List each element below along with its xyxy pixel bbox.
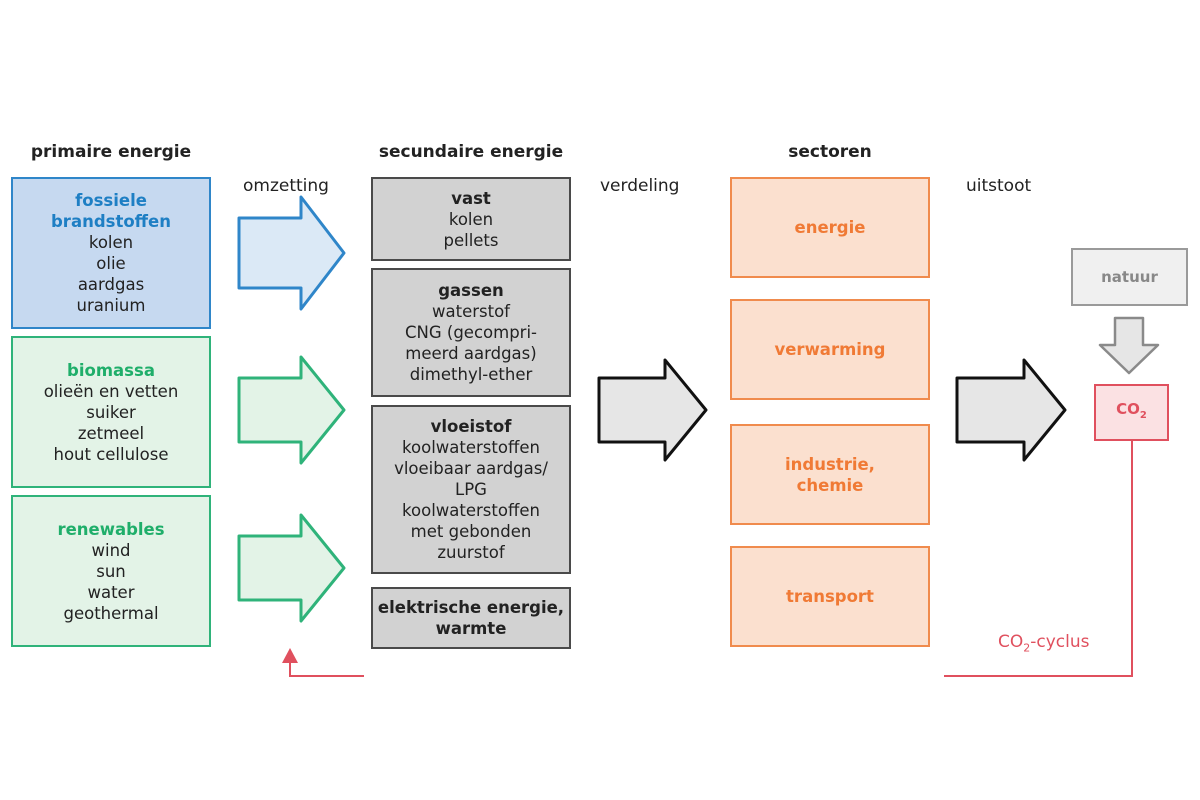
primary-renewables-item: wind — [91, 540, 131, 560]
arrow-fossil-to-secondary — [237, 195, 346, 311]
heading-sectors: sectoren — [788, 142, 872, 162]
primary-fossil-item: uranium — [76, 296, 146, 315]
arrow-emission — [955, 358, 1067, 462]
secondary-box-liquid: vloeistof koolwaterstoffen vloeibaar aar… — [371, 405, 571, 574]
primary-box-biomass: biomassa olieën en vetten suiker zetmeel… — [11, 336, 211, 488]
secondary-box-electric: elektrische energie, warmte — [371, 587, 571, 649]
primary-biomass-title: biomassa — [67, 360, 155, 380]
secondary-solid-item: pellets — [443, 230, 499, 250]
secondary-gases-item: dimethyl-ether — [409, 365, 533, 384]
co2-cycle-return-line — [289, 661, 364, 677]
heading-secondary-energy: secundaire energie — [378, 142, 564, 162]
secondary-liquid-title: vloeistof — [430, 417, 512, 436]
primary-box-renewables: renewables wind sun water geothermal — [11, 495, 211, 647]
sector-industry-label-2: chemie — [796, 475, 864, 495]
sector-box-energy: energie — [730, 177, 930, 278]
step-label-distribution: verdeling — [600, 176, 680, 196]
primary-renewables-item: geothermal — [63, 603, 159, 623]
primary-fossil-item: olie — [96, 254, 126, 273]
secondary-liquid-item: vloeibaar aardgas/ — [394, 459, 548, 478]
secondary-electric-title-2: warmte — [435, 619, 507, 638]
sector-heating-label: verwarming — [774, 340, 886, 359]
primary-fossil-item: kolen — [88, 233, 134, 252]
secondary-gases-item: CNG (gecompri- — [405, 323, 537, 342]
co2-cycle-arrowhead — [282, 648, 298, 663]
primary-biomass-item: suiker — [86, 402, 136, 422]
secondary-gases-item: meerd aardgas) — [405, 344, 537, 363]
sector-industry-label-1: industrie, — [785, 454, 875, 474]
secondary-electric-title-1: elektrische energie, — [377, 598, 565, 617]
sector-box-transport: transport — [730, 546, 930, 647]
primary-renewables-item: water — [87, 582, 135, 602]
secondary-liquid-item: zuurstof — [437, 543, 505, 562]
primary-biomass-item: olieën en vetten — [43, 381, 179, 401]
primary-biomass-item: hout cellulose — [53, 444, 169, 464]
primary-fossil-title-1: fossiele — [75, 191, 147, 210]
sector-transport-label: transport — [786, 587, 874, 606]
primary-box-fossil: fossiele brandstoffen kolen olie aardgas… — [11, 177, 211, 329]
primary-fossil-item: aardgas — [77, 275, 145, 294]
nature-box: natuur — [1071, 248, 1188, 306]
arrow-distribution — [597, 358, 708, 462]
primary-biomass-item: zetmeel — [77, 423, 145, 443]
co2-cycle-label: CO2-cyclus — [998, 632, 1090, 655]
co2-box: CO2 — [1094, 384, 1169, 441]
secondary-liquid-item: met gebonden — [410, 522, 532, 541]
secondary-gases-item: waterstof — [432, 302, 510, 321]
arrow-natuur-to-co2 — [1098, 316, 1160, 375]
co2-cycle-line — [944, 441, 1133, 677]
secondary-solid-item: kolen — [448, 209, 494, 229]
co2-label: CO2 — [1116, 400, 1147, 421]
step-label-emission: uitstoot — [966, 176, 1032, 196]
arrow-biomass-to-secondary — [237, 355, 346, 465]
step-label-conversion: omzetting — [243, 176, 329, 196]
sector-box-heating: verwarming — [730, 299, 930, 400]
secondary-box-solid: vast kolen pellets — [371, 177, 571, 261]
primary-renewables-title: renewables — [57, 519, 165, 539]
secondary-liquid-item: LPG — [455, 480, 487, 499]
arrow-renewables-to-secondary — [237, 513, 346, 623]
secondary-gases-title: gassen — [438, 281, 504, 300]
heading-primary-energy: primaire energie — [30, 142, 192, 162]
sector-energy-label: energie — [794, 218, 866, 237]
sector-box-industry: industrie, chemie — [730, 424, 930, 525]
secondary-box-gases: gassen waterstof CNG (gecompri- meerd aa… — [371, 268, 571, 397]
secondary-liquid-item: koolwaterstoffen — [402, 501, 540, 520]
secondary-solid-title: vast — [451, 188, 491, 208]
secondary-liquid-item: koolwaterstoffen — [402, 438, 540, 457]
primary-fossil-title-2: brandstoffen — [51, 212, 171, 231]
primary-renewables-item: sun — [96, 561, 126, 581]
nature-label: natuur — [1101, 267, 1158, 286]
